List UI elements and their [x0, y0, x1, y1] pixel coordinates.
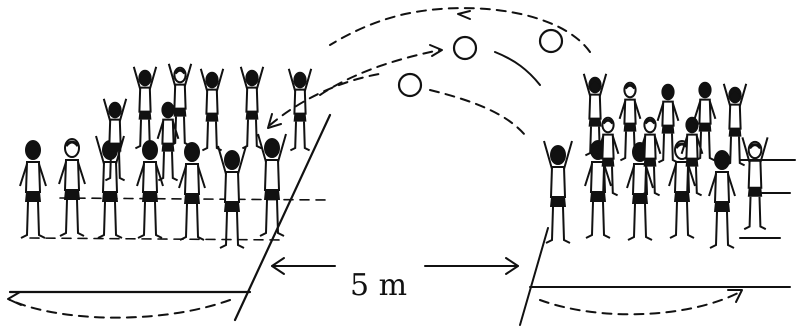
player-figure	[137, 141, 163, 238]
ball	[399, 74, 421, 96]
left-return-pass	[270, 73, 385, 125]
ball	[454, 37, 476, 59]
player-figure	[201, 69, 223, 151]
right-diagonal-boundary	[520, 228, 548, 325]
pass-trajectories	[268, 8, 590, 135]
player-figure	[742, 137, 767, 229]
left-low-line	[30, 238, 285, 240]
player-figure	[179, 143, 205, 240]
player-figure	[218, 146, 246, 248]
right-incoming-pass	[430, 90, 525, 135]
player-figure	[289, 69, 311, 151]
player-figure	[709, 151, 735, 248]
distance-label: 5 m	[350, 268, 407, 303]
player-figure	[241, 67, 263, 149]
right-team-group	[544, 74, 768, 248]
ball-flight-line	[495, 52, 540, 85]
outgoing-pass	[320, 50, 440, 95]
player-figure	[20, 141, 46, 238]
right-rotation-arrow	[540, 292, 740, 314]
player-figure	[59, 139, 85, 236]
left-team-group	[20, 64, 311, 248]
arrow-head-right-icon	[430, 45, 442, 56]
player-figure	[134, 67, 156, 149]
ball	[540, 30, 562, 52]
arrow-head-left-icon	[8, 292, 21, 305]
left-rotation-arrow	[10, 300, 230, 318]
distance-measure: 5 m	[272, 258, 518, 303]
balls	[399, 30, 562, 96]
arrow-head-left-icon	[458, 11, 470, 19]
